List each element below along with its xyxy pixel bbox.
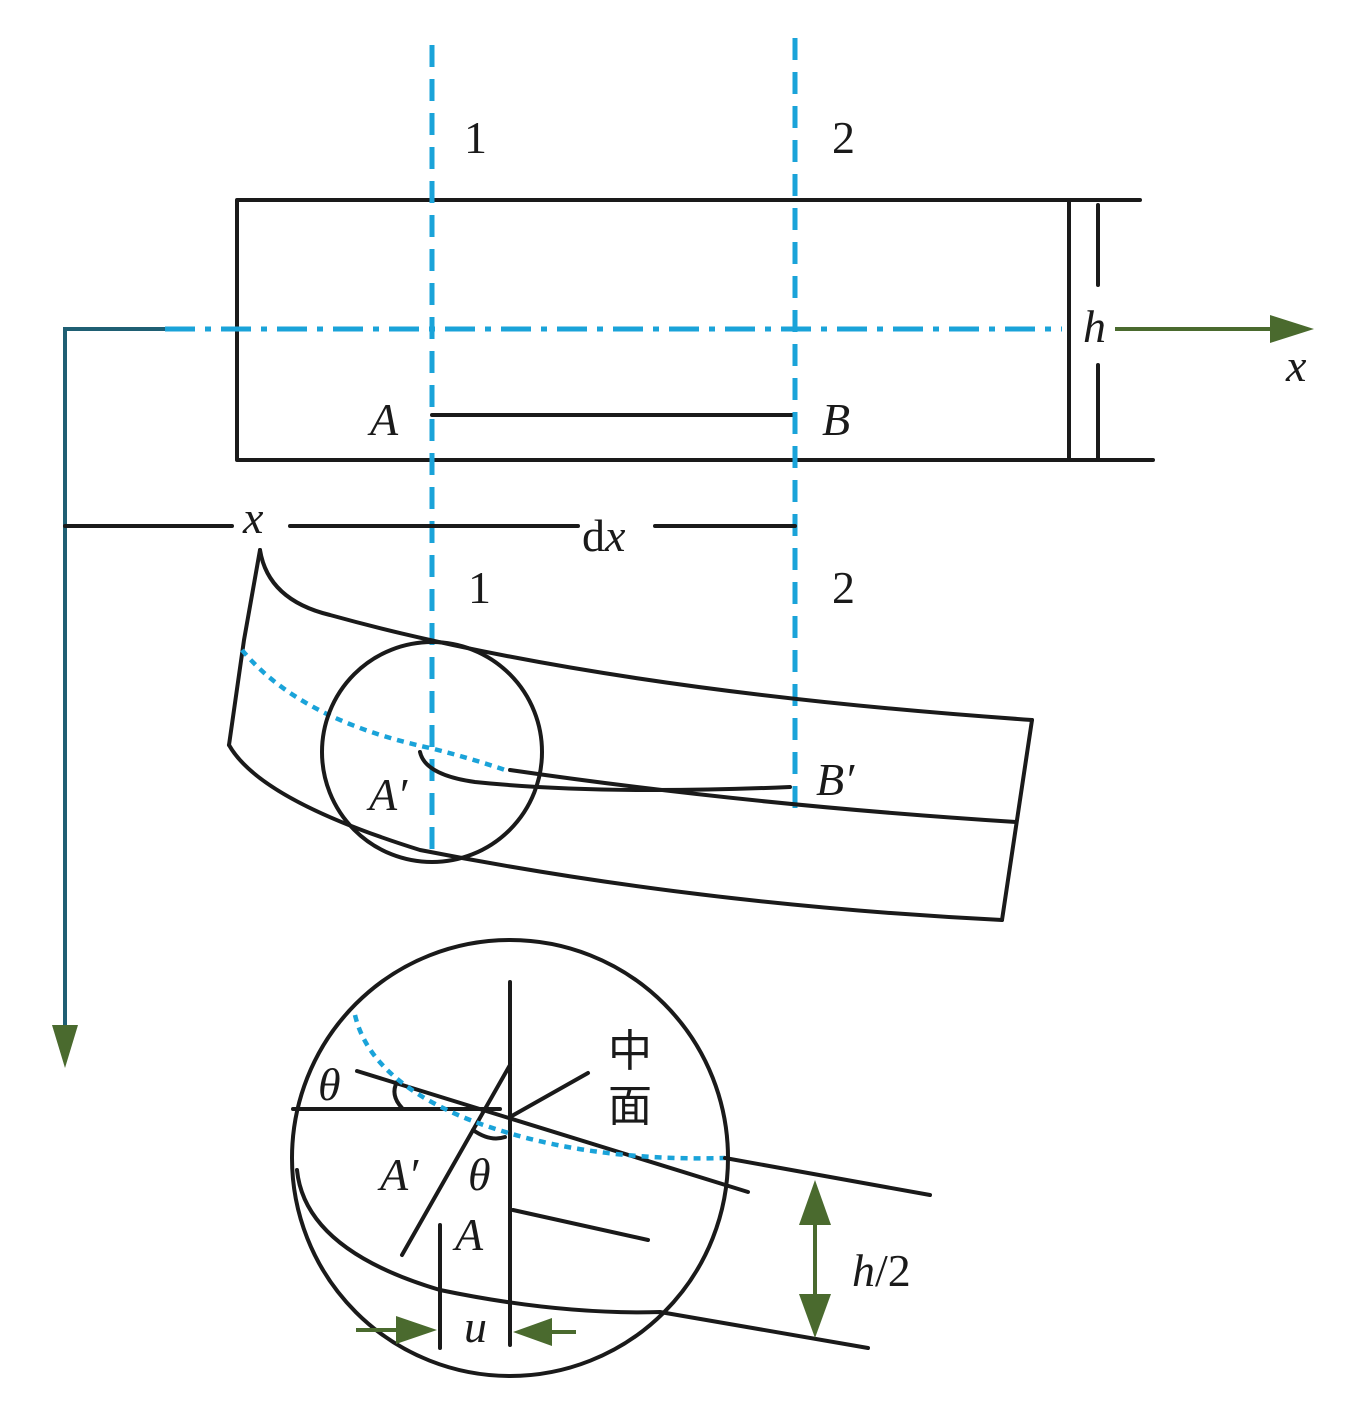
thickness-label: h bbox=[1083, 301, 1106, 352]
detail-mid-plane bbox=[352, 1014, 726, 1161]
dx-label-x: x bbox=[604, 510, 626, 561]
mid-plane-label-2: 面 bbox=[608, 1081, 652, 1132]
x-axis-label: x bbox=[1285, 340, 1307, 391]
u-arrow-left-head bbox=[396, 1316, 437, 1344]
deformed-top-surface bbox=[258, 548, 1034, 722]
a-detail-label: A bbox=[452, 1209, 484, 1260]
h-half-label-h: h bbox=[852, 1245, 875, 1296]
segment-a-prime-b-prime bbox=[418, 750, 792, 793]
h-half-label: h/2 bbox=[852, 1245, 911, 1296]
deformed-right-edge bbox=[1000, 718, 1034, 922]
z-axis-arrowhead bbox=[52, 1025, 78, 1068]
theta-detail-label: θ bbox=[468, 1149, 491, 1200]
dx-label-d: d bbox=[582, 510, 605, 561]
coordinate-axes bbox=[52, 315, 1314, 1068]
lower-surface-line bbox=[295, 1168, 870, 1350]
rotated-normal-line bbox=[400, 1063, 512, 1257]
u-arrow-right-head bbox=[513, 1318, 552, 1346]
theta-arc-right bbox=[471, 1128, 507, 1141]
u-label: u bbox=[464, 1301, 487, 1352]
point-b-prime-label: B′ bbox=[816, 754, 855, 805]
a-prime-detail-label: A′ bbox=[377, 1149, 419, 1200]
point-a-prime-label: A′ bbox=[366, 769, 408, 820]
detail-callout-circle bbox=[320, 640, 544, 864]
h-half-arrow-up bbox=[799, 1180, 831, 1225]
section-2-label-top: 2 bbox=[832, 112, 855, 163]
upper-extension-line bbox=[723, 1156, 932, 1197]
x-axis-arrowhead bbox=[1270, 315, 1314, 343]
mid-plane-leader bbox=[508, 1071, 590, 1119]
deformed-mid-plane bbox=[240, 648, 506, 773]
section-2-label-bottom: 2 bbox=[832, 562, 855, 613]
h-half-label-rest: /2 bbox=[875, 1245, 911, 1296]
h-half-arrow-down bbox=[799, 1294, 831, 1338]
z-axis-line bbox=[63, 327, 165, 1030]
deformed-plate bbox=[227, 548, 1034, 922]
mid-plane-label-1: 中 bbox=[608, 1026, 652, 1077]
x-position-label: x bbox=[242, 492, 264, 543]
deformed-inner-line bbox=[508, 768, 1018, 824]
deformed-bottom-surface bbox=[227, 743, 1004, 922]
theta-arc-left bbox=[392, 1080, 404, 1110]
section-1-label-bottom: 1 bbox=[468, 562, 491, 613]
tangent-line bbox=[355, 1069, 750, 1194]
deformed-left-edge bbox=[227, 548, 262, 747]
segment-a-detail bbox=[511, 1208, 650, 1242]
dx-label: dx bbox=[582, 510, 626, 561]
section-1-label-top: 1 bbox=[464, 112, 487, 163]
detail-view bbox=[290, 938, 932, 1378]
point-a-label: A bbox=[367, 394, 399, 445]
theta-label-left: θ bbox=[318, 1059, 341, 1110]
point-b-label: B bbox=[822, 394, 850, 445]
